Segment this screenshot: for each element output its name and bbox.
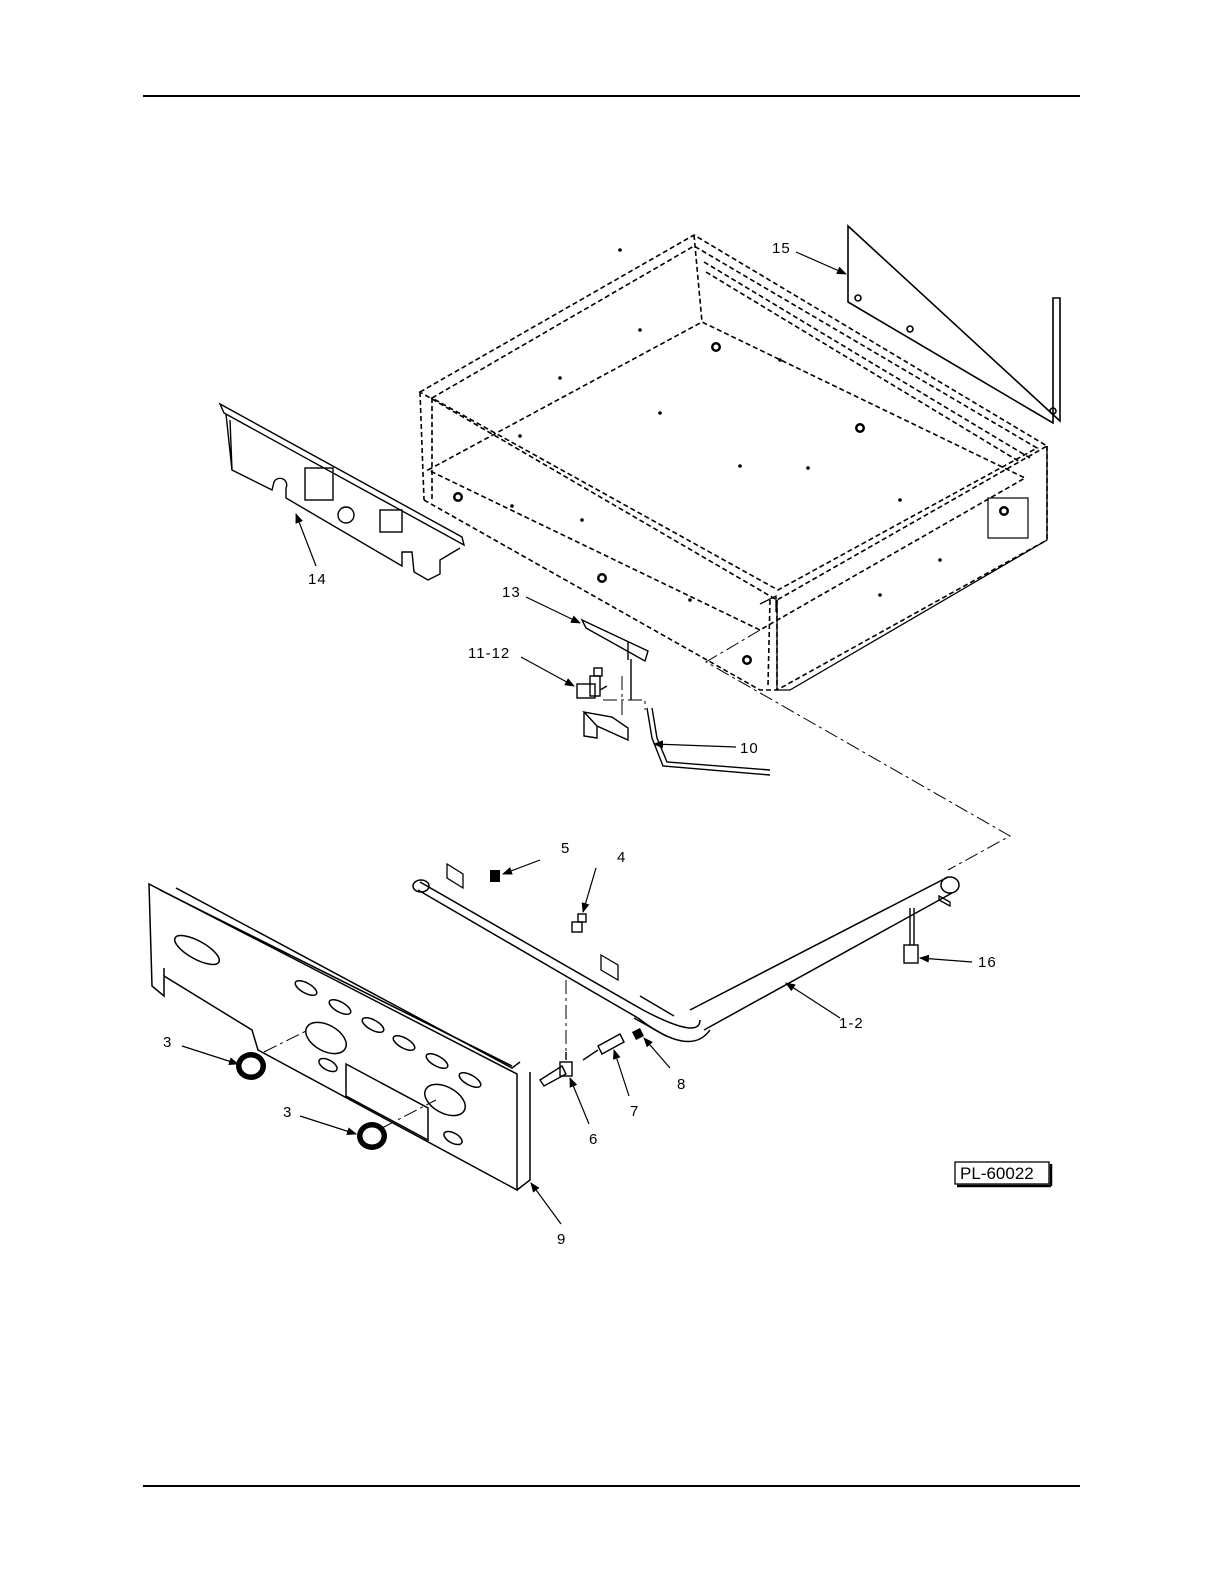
valve-bracket xyxy=(584,712,628,740)
part-4-elbow xyxy=(572,914,586,932)
callout-11-12: 11-12 xyxy=(468,645,510,662)
callout-1-2: 1-2 xyxy=(839,1015,864,1032)
callout-5: 5 xyxy=(561,840,570,857)
callout-9: 9 xyxy=(557,1231,566,1248)
figure-reference-box: PL-60022 xyxy=(955,1162,1051,1186)
callout-10: 10 xyxy=(740,740,759,757)
part-7-orifice xyxy=(583,1034,624,1060)
assembly-centerlines xyxy=(264,630,1010,1128)
part-6-valve xyxy=(540,1052,572,1086)
cabinet-frame xyxy=(420,235,1047,690)
part-5-cap xyxy=(490,870,500,882)
part-1-2-burner-tube xyxy=(413,877,959,1042)
callout-4: 4 xyxy=(617,849,626,866)
callout-7: 7 xyxy=(630,1103,639,1120)
cabinet-side-cutout xyxy=(988,498,1028,538)
callout-6: 6 xyxy=(589,1131,598,1148)
part-3-knob-lower xyxy=(357,1122,387,1150)
part-11-12-valve xyxy=(577,668,607,698)
callout-labels: 15 14 13 11-12 10 5 4 16 1-2 8 7 6 3 3 9 xyxy=(163,240,997,1248)
part-8-nut xyxy=(632,1028,644,1040)
part-9-front-panel xyxy=(149,884,530,1190)
burner-brackets xyxy=(447,864,950,980)
part-14-heat-shield xyxy=(220,404,464,580)
callout-14: 14 xyxy=(308,571,327,588)
callout-16: 16 xyxy=(978,954,997,971)
callout-3-upper: 3 xyxy=(163,1034,172,1051)
part-13-rod xyxy=(582,620,648,700)
figure-reference-label: PL-60022 xyxy=(960,1164,1034,1183)
cabinet-outline xyxy=(760,446,1047,690)
callout-leaders xyxy=(182,252,972,1224)
callout-15: 15 xyxy=(772,240,791,257)
callout-3-lower: 3 xyxy=(283,1104,292,1121)
callout-13: 13 xyxy=(502,584,521,601)
part-15-back-panel xyxy=(848,226,1060,423)
part-3-knob-upper xyxy=(236,1052,266,1080)
callout-8: 8 xyxy=(677,1076,686,1093)
